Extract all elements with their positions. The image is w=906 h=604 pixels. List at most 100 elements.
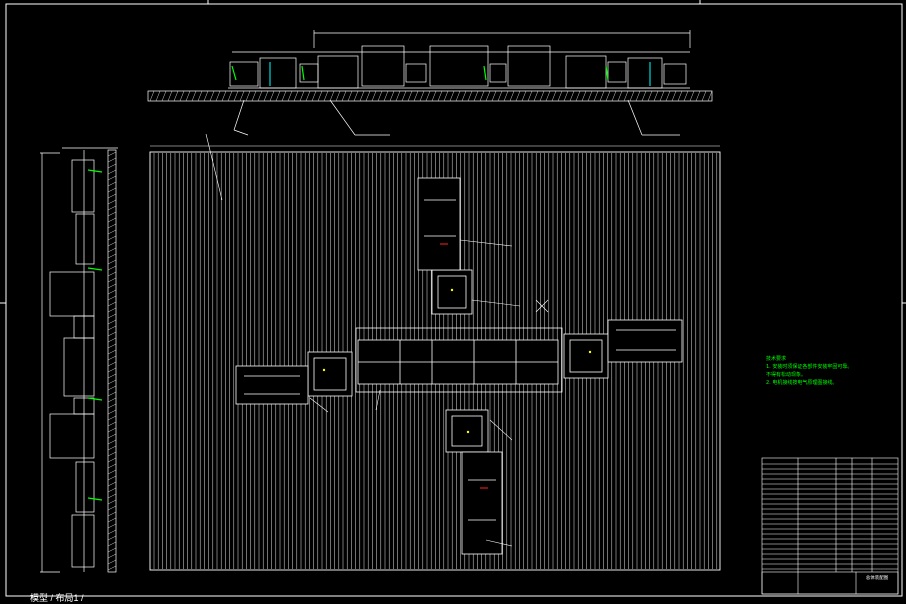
hatch-line bbox=[575, 90, 581, 102]
hatch-line bbox=[365, 90, 371, 102]
hatch-line bbox=[311, 90, 317, 102]
hatch-line bbox=[251, 90, 257, 102]
notes-title: 技术要求 bbox=[766, 356, 787, 362]
drawing-title: 总体装配图 bbox=[865, 576, 889, 581]
hatch-line bbox=[473, 90, 479, 102]
hatch-line bbox=[107, 301, 117, 307]
hatch-line bbox=[509, 90, 515, 102]
hatch-line bbox=[107, 181, 117, 187]
hatch-line bbox=[107, 493, 117, 499]
hatch-line bbox=[533, 90, 539, 102]
hatch-line bbox=[107, 157, 117, 163]
hatch-line bbox=[635, 90, 641, 102]
hatch-line bbox=[539, 90, 545, 102]
hatch-line bbox=[485, 90, 491, 102]
hatch-line bbox=[227, 90, 233, 102]
hatch-line bbox=[107, 499, 117, 505]
hatch-line bbox=[107, 211, 117, 217]
hatch-line bbox=[107, 295, 117, 301]
hatch-line bbox=[389, 90, 395, 102]
hatch-line bbox=[107, 505, 117, 511]
hatch-line bbox=[107, 433, 117, 439]
hatch-line bbox=[107, 151, 117, 157]
hatch-line bbox=[239, 90, 245, 102]
hatch-line bbox=[107, 217, 117, 223]
hatch-line bbox=[107, 529, 117, 535]
drawing-frame bbox=[5, 3, 903, 597]
hatch-line bbox=[107, 331, 117, 337]
hatch-line bbox=[107, 397, 117, 403]
hatch-line bbox=[107, 439, 117, 445]
hatch-line bbox=[443, 90, 449, 102]
hatch-line bbox=[653, 90, 659, 102]
hatch-line bbox=[107, 163, 117, 169]
hatch-line bbox=[671, 90, 677, 102]
hatch-line bbox=[107, 241, 117, 247]
hatch-line bbox=[431, 90, 437, 102]
hatch-line bbox=[107, 271, 117, 277]
hatch-line bbox=[107, 199, 117, 205]
hatch-line bbox=[149, 90, 155, 102]
hatch-line bbox=[107, 259, 117, 265]
hatch-line bbox=[467, 90, 473, 102]
hatch-line bbox=[107, 547, 117, 553]
hatch-line bbox=[107, 187, 117, 193]
hatch-line bbox=[257, 90, 263, 102]
hatch-line bbox=[281, 90, 287, 102]
hatch-line bbox=[413, 90, 419, 102]
hatch-line bbox=[197, 90, 203, 102]
hatch-line bbox=[317, 90, 323, 102]
hatch-line bbox=[455, 90, 461, 102]
hatch-line bbox=[107, 391, 117, 397]
hatch-line bbox=[107, 361, 117, 367]
hatch-line bbox=[107, 325, 117, 331]
hatch-line bbox=[647, 90, 653, 102]
hatch-line bbox=[617, 90, 623, 102]
hatch-line bbox=[107, 409, 117, 415]
hatch-line bbox=[437, 90, 443, 102]
hatch-line bbox=[425, 90, 431, 102]
hatch-line bbox=[107, 481, 117, 487]
hatch-line bbox=[407, 90, 413, 102]
hatch-line bbox=[497, 90, 503, 102]
hatch-line bbox=[155, 90, 161, 102]
hatch-line bbox=[395, 90, 401, 102]
hatch-line bbox=[707, 90, 713, 102]
hatch-line bbox=[503, 90, 509, 102]
hatch-line bbox=[107, 553, 117, 559]
hatch-line bbox=[629, 90, 635, 102]
hatch-line bbox=[269, 90, 275, 102]
hatch-line bbox=[221, 90, 227, 102]
hatch-line bbox=[107, 343, 117, 349]
hatch-line bbox=[107, 253, 117, 259]
hatch-line bbox=[107, 367, 117, 373]
hatch-line bbox=[569, 90, 575, 102]
notes-line-1: 1. 安装时须保证各部件安装牢固可靠。 bbox=[766, 364, 853, 370]
title-block bbox=[761, 457, 899, 595]
hatch-line bbox=[377, 90, 383, 102]
hatch-line bbox=[107, 379, 117, 385]
hatch-line bbox=[107, 475, 117, 481]
hatch-line bbox=[107, 385, 117, 391]
plan-red-marks bbox=[440, 243, 488, 489]
hatch-line bbox=[167, 90, 173, 102]
hatch-line bbox=[581, 90, 587, 102]
hatch-line bbox=[107, 307, 117, 313]
hatch-line bbox=[419, 90, 425, 102]
layout-tabs-label[interactable]: 模型 / 布局1 / bbox=[30, 593, 84, 603]
hatch-line bbox=[263, 90, 269, 102]
hatch-line bbox=[107, 463, 117, 469]
hatch-line bbox=[605, 90, 611, 102]
hatch-line bbox=[107, 403, 117, 409]
hatch-line bbox=[449, 90, 455, 102]
hatch-line bbox=[557, 90, 563, 102]
hatch-line bbox=[611, 90, 617, 102]
hatch-line bbox=[107, 235, 117, 241]
hatch-line bbox=[593, 90, 599, 102]
hatch-line bbox=[107, 415, 117, 421]
hatch-line bbox=[107, 289, 117, 295]
hatch-line bbox=[515, 90, 521, 102]
hatch-line bbox=[107, 469, 117, 475]
hatch-line bbox=[107, 175, 117, 181]
